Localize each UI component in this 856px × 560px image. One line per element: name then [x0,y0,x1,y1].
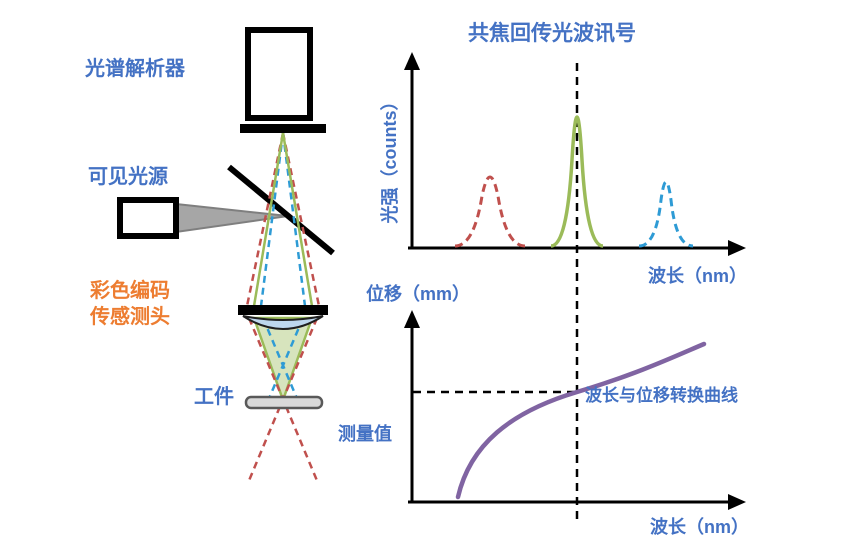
measured-value-label: 测量值 [338,423,392,444]
bottom-chart-ylabel: 位移（mm） [366,283,470,304]
beamsplitter [227,164,335,256]
light-source-label: 可见光源 [88,165,168,188]
probe-label-line1: 彩色编码 [89,278,170,302]
green-ray-upper-right [281,132,314,307]
bottom-chart-xlabel: 波长（nm） [650,516,749,537]
pinhole-aperture-bar [240,124,326,133]
probe-label-line2: 传感测头 [89,304,170,328]
lens-mount-bar [238,305,328,315]
blue-ray-lower-left [261,317,303,409]
blue-signal-peak [638,180,694,248]
top-chart-y-arrow [404,52,420,70]
spectrometer-label: 光谱解析器 [84,56,186,80]
top-chart-x-arrow [728,240,746,256]
top-chart-ylabel: 光强（counts） [379,92,400,224]
green-focus-cone [252,316,314,404]
top-chart-title: 共焦回传光波讯号 [468,21,636,45]
conversion-curve-label: 波长与位移转换曲线 [585,385,738,405]
upper-ray-cone [245,132,321,307]
top-chart-xlabel: 波长（nm） [648,265,747,286]
conversion-curve [455,341,707,500]
bottom-chart-y-arrow [404,310,420,328]
spectrometer-box [245,27,313,121]
green-ray-upper-left [252,132,285,307]
light-source-box [117,197,179,239]
chromatic-lens [242,315,324,330]
workpiece-shape [244,395,324,410]
top-chart: 共焦回传光波讯号 光强（counts） 波长（nm） [379,21,747,286]
blue-ray-lower-right [263,317,305,409]
bottom-chart: 位移（mm） 测量值 波长与位移转换曲线 波长（nm） [338,283,749,537]
bottom-chart-x-arrow [728,494,746,510]
workpiece-label: 工件 [194,384,234,408]
red-signal-peak [454,175,526,248]
green-signal-peak [550,115,604,248]
